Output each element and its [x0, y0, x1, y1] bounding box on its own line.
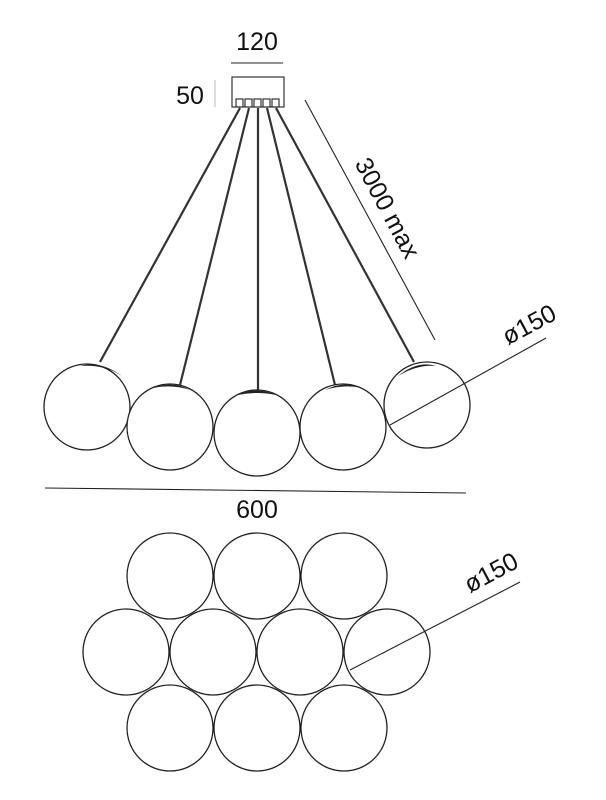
dimension-label-50: 50	[176, 82, 204, 110]
dimension-label-150: ø150	[498, 299, 561, 350]
globe	[126, 532, 214, 620]
globe-cap	[238, 390, 276, 395]
globe	[213, 389, 301, 477]
globe	[126, 684, 214, 772]
dimension-label-120: 120	[236, 28, 278, 56]
canopy	[231, 76, 285, 108]
dimension-canopy-height: 50	[176, 80, 216, 110]
globe	[256, 608, 344, 696]
globe-cap	[325, 384, 362, 390]
cable-connectors	[235, 98, 280, 108]
globe	[126, 383, 214, 471]
side-view-globes	[43, 361, 471, 477]
globe	[300, 532, 388, 620]
dimension-overall-width: 600	[44, 487, 467, 524]
globe	[383, 361, 471, 449]
globe-cap	[153, 384, 190, 390]
dimension-label-600: 600	[236, 496, 278, 524]
globe-cap	[80, 364, 122, 376]
globe	[82, 608, 170, 696]
globe	[43, 363, 131, 451]
globe	[299, 383, 387, 471]
suspension-cables	[99, 107, 415, 390]
globe	[169, 608, 257, 696]
dimension-label-150-top: ø150	[460, 547, 523, 598]
globe	[213, 684, 301, 772]
globe-cap	[398, 364, 436, 376]
top-view-globes	[82, 532, 431, 772]
dimension-cable-length: 3000 max	[304, 99, 436, 341]
globe	[300, 684, 388, 772]
globe	[213, 532, 301, 620]
globe	[343, 608, 431, 696]
dimension-label-3000-max: 3000 max	[349, 153, 426, 264]
dimension-canopy-width: 120	[231, 28, 283, 64]
